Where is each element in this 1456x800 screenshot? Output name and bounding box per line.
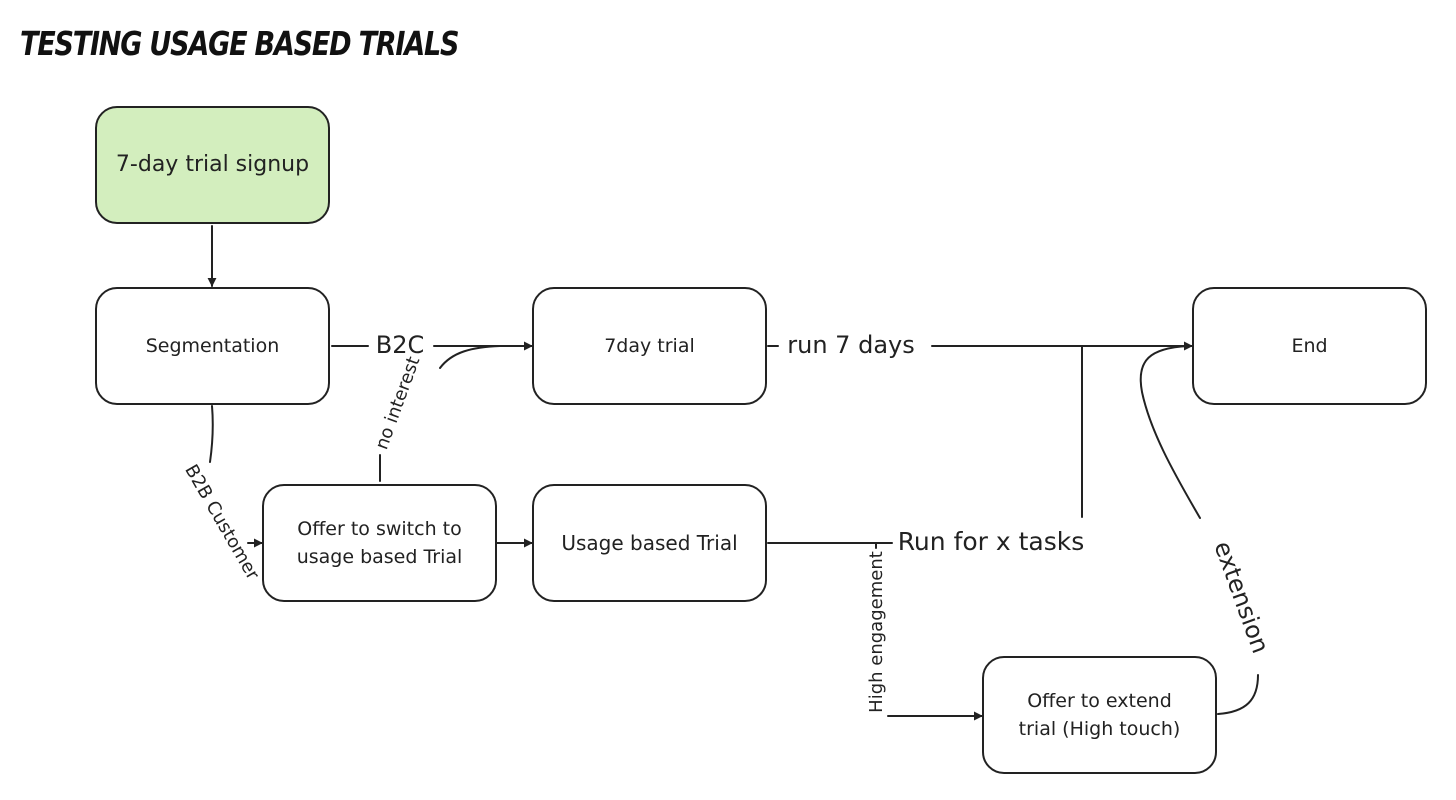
label-run-x-tasks: Run for x tasks — [898, 527, 1085, 556]
node-offer-extend[interactable]: Offer to extend trial (High touch) — [982, 656, 1217, 774]
edge-extension — [1139, 345, 1259, 715]
edge-high-engagement — [875, 542, 982, 716]
diagram-title: TESTING USAGE BASED TRIALS — [20, 24, 459, 63]
label-b2c: B2C — [376, 331, 425, 359]
label-no-interest: no interest — [371, 354, 424, 453]
label-b2b-customer: B2B Customer — [180, 461, 263, 584]
node-end[interactable]: End — [1192, 287, 1427, 405]
label-high-engagement: High engagement — [866, 551, 887, 713]
node-usage-trial[interactable]: Usage based Trial — [532, 484, 767, 602]
node-trial-signup[interactable]: 7-day trial signup — [95, 106, 330, 224]
edge-b2b — [209, 405, 262, 543]
node-offer-switch[interactable]: Offer to switch to usage based Trial — [262, 484, 497, 602]
node-7day-trial[interactable]: 7day trial — [532, 287, 767, 405]
node-segmentation[interactable]: Segmentation — [95, 287, 330, 405]
edge-no-interest — [379, 345, 501, 482]
label-run-7-days: run 7 days — [787, 331, 914, 359]
label-extension: extension — [1208, 538, 1274, 658]
